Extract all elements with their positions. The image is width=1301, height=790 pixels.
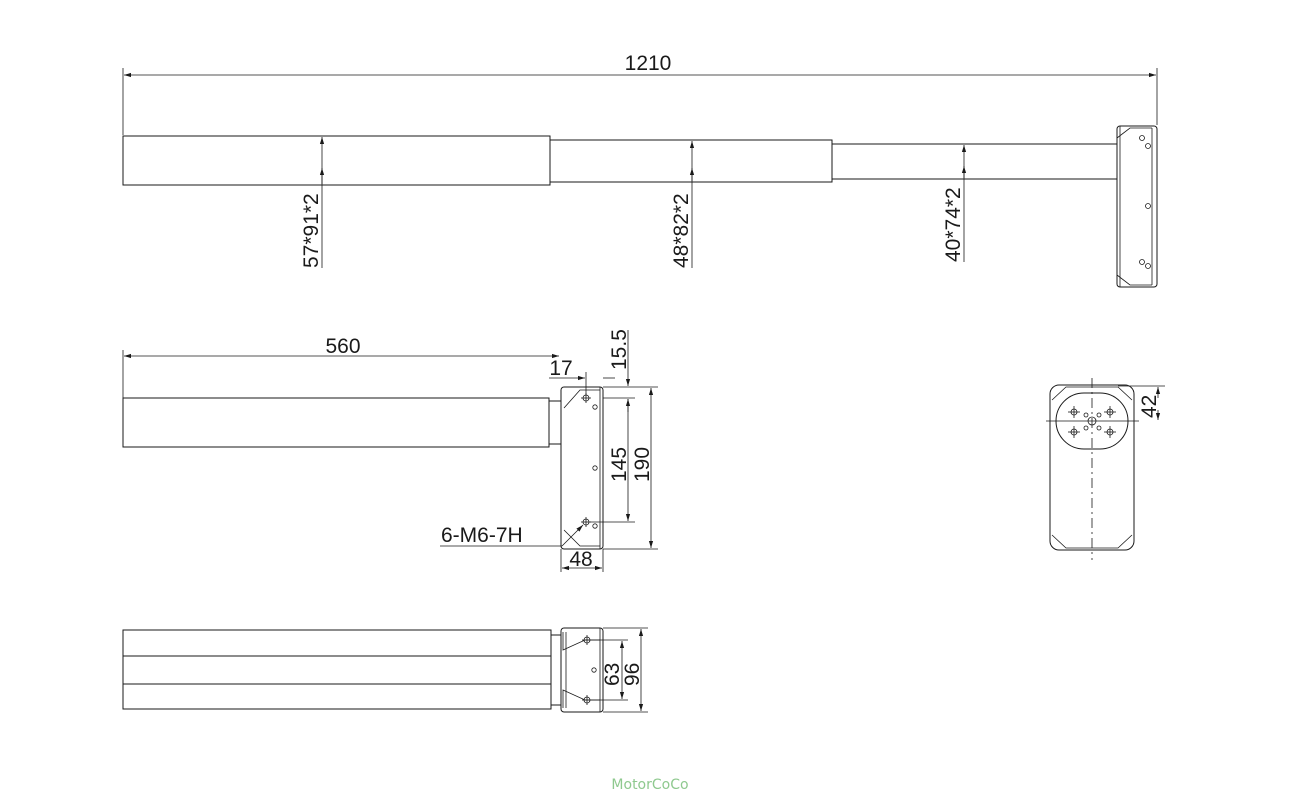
dim-label-17: 17 [549,357,572,380]
leader-line [561,524,584,547]
tube-segment-2 [549,139,833,183]
dim-label-48: 48 [569,548,592,571]
dim-label-145: 145 [608,447,631,482]
dim-label-1210: 1210 [625,52,672,75]
thread-spec-label: 6-M6-7H [441,524,523,547]
dim-label-190: 190 [631,447,654,482]
tube-top-view [122,629,552,710]
dim-label-560: 560 [325,335,360,358]
front-view-retracted: 560 17 15.5 [122,329,658,572]
dim-label-15-5: 15.5 [608,329,631,370]
bolt-holes [1068,406,1116,438]
dim-label-tube3: 40*74*2 [942,187,965,262]
dim-label-tube2: 48*82*2 [670,193,693,268]
base-bracket-side [560,386,604,550]
watermark-text: MotorCoCo [611,777,688,790]
tube-collar-top [550,634,562,706]
top-view: 63 96 [122,627,648,713]
front-view-extended: 1210 57*91*2 48*82*2 40*74*2 [122,52,1158,288]
dim-label-63: 63 [601,663,624,686]
tube-collar [548,400,562,445]
tube-retracted [122,397,550,448]
tube-segment-3 [831,143,1118,180]
end-view: 42 [1046,378,1165,560]
dim-label-42: 42 [1138,395,1161,418]
base-bracket-top [560,627,604,713]
dim-label-96: 96 [621,663,644,686]
end-bracket-front [1116,125,1158,288]
tube-segment-1 [122,135,551,186]
dim-label-tube1: 57*91*2 [300,193,323,268]
